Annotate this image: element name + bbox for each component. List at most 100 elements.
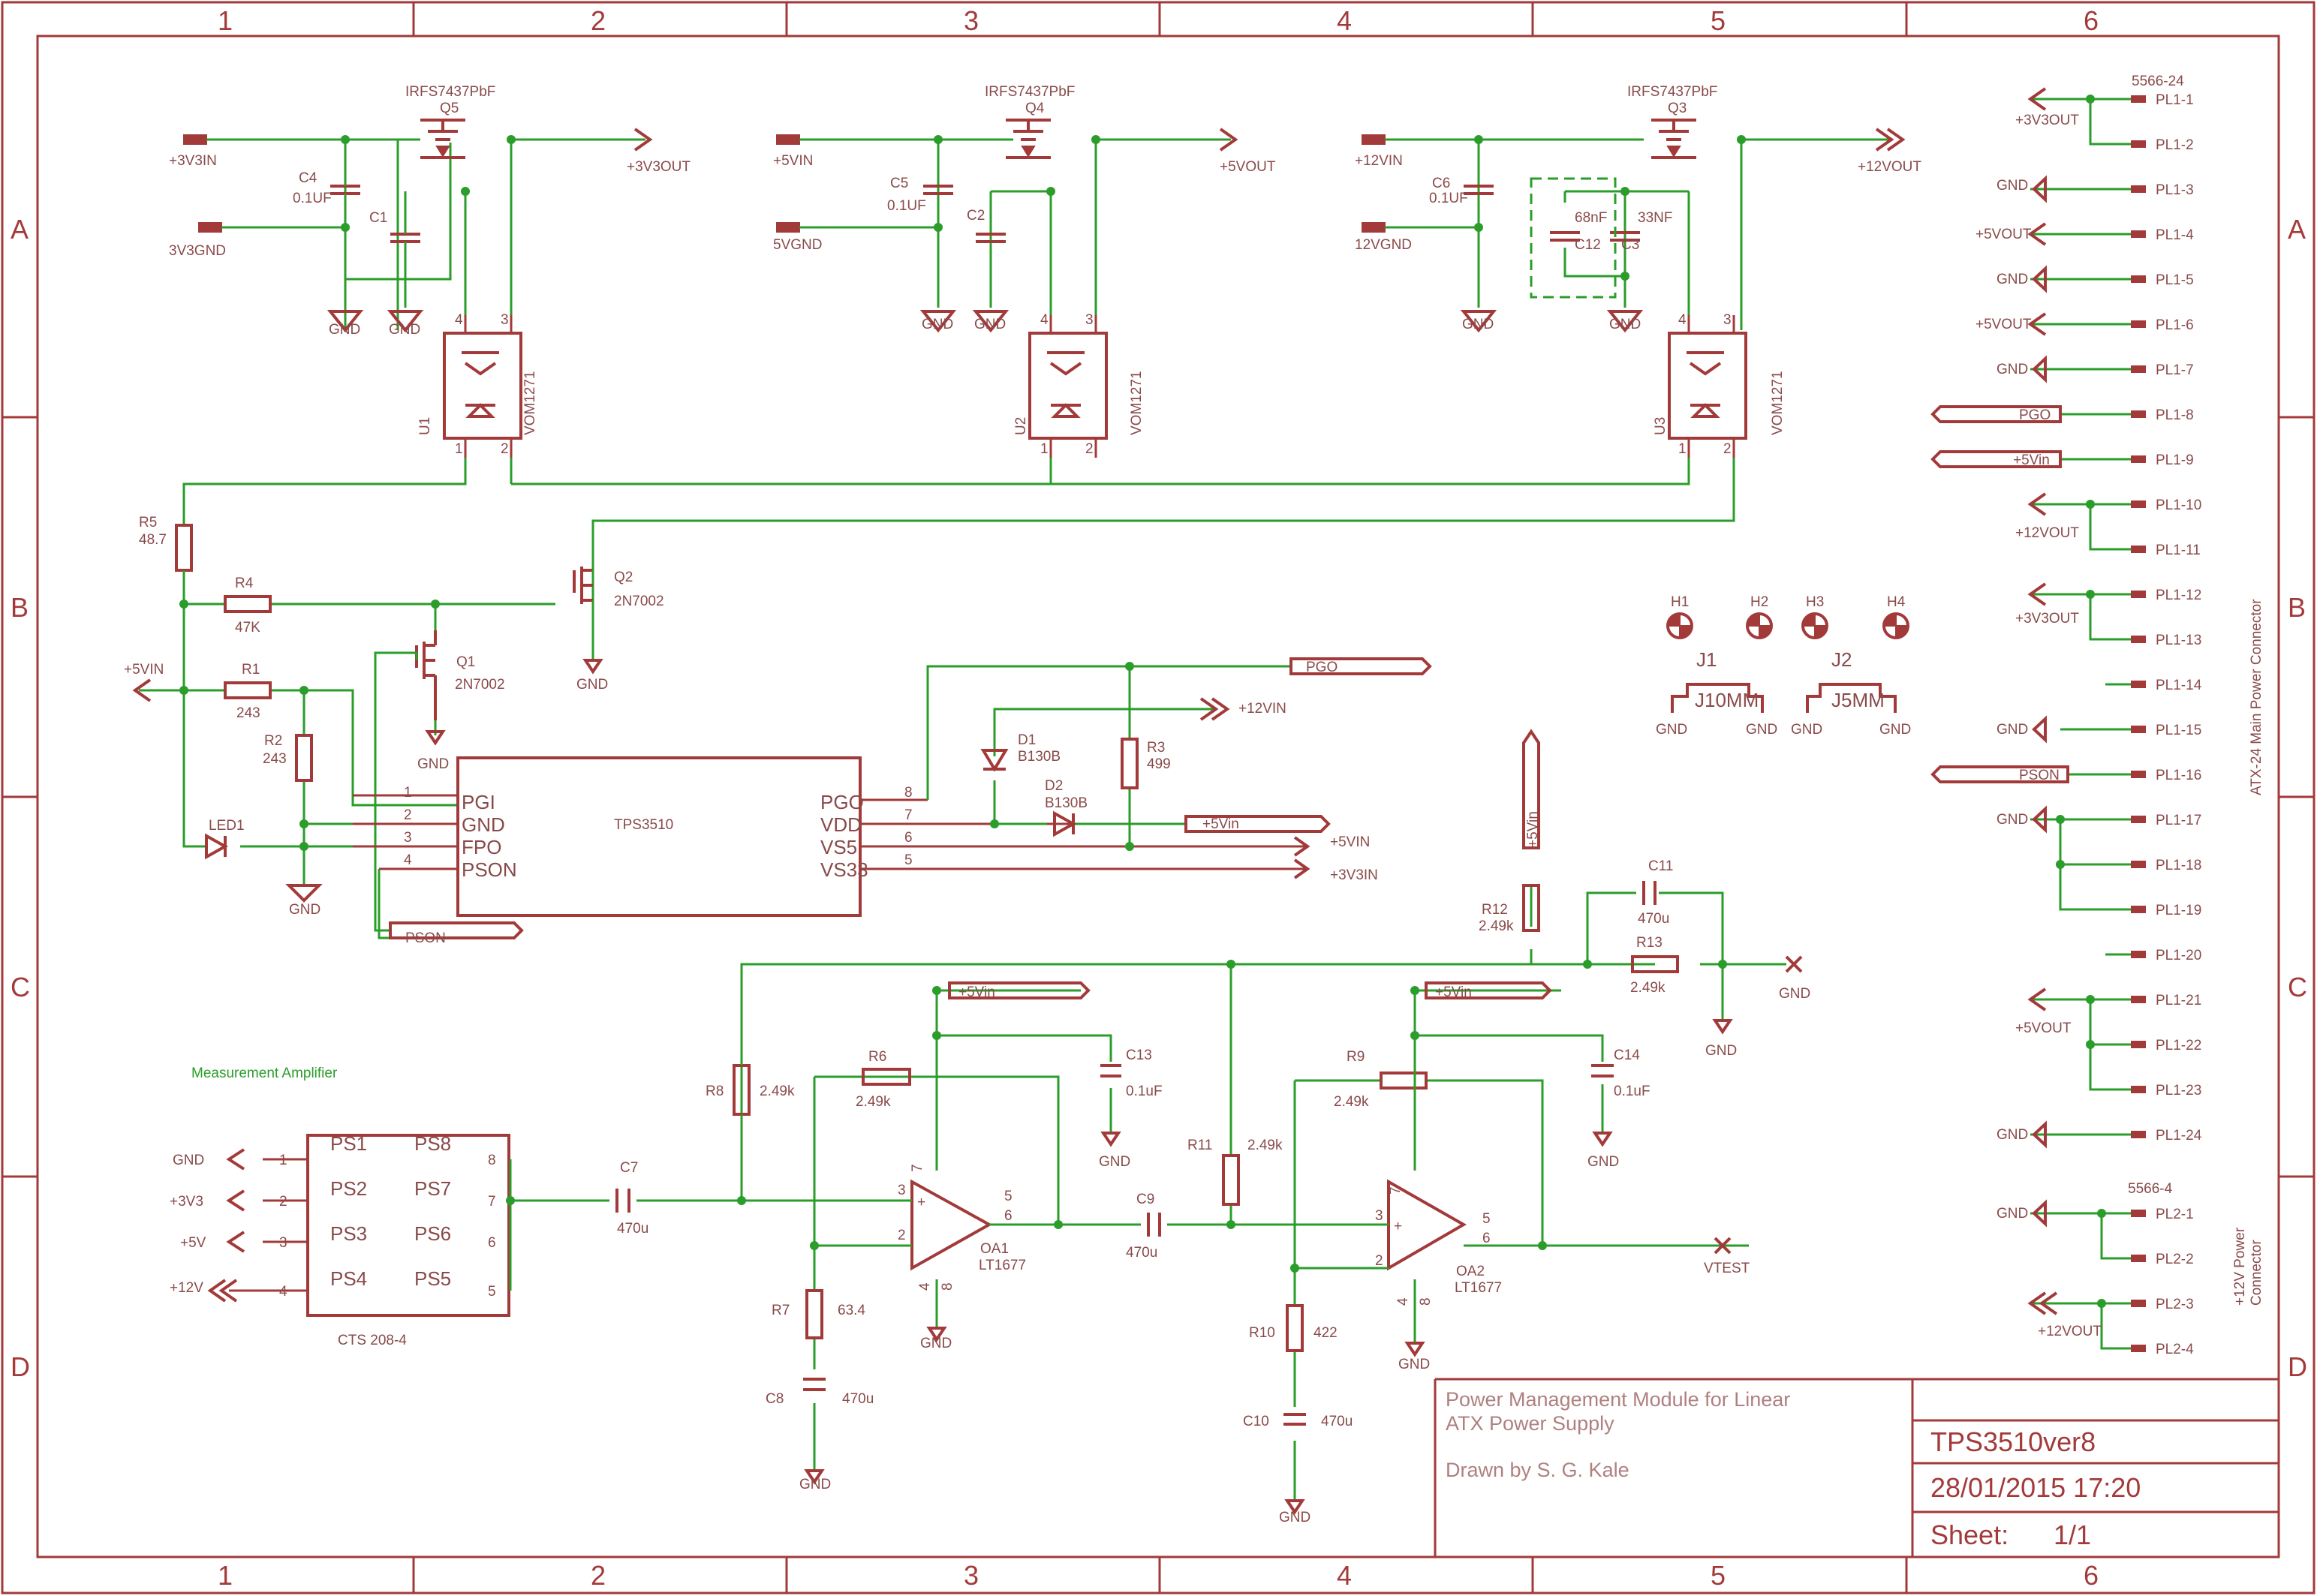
c13-label: C13 — [1126, 1047, 1152, 1063]
pl1-8: PL1-8 — [2156, 407, 2194, 423]
u2-part: VOM1271 — [1129, 371, 1145, 435]
oa2-pin2: 2 — [1375, 1253, 1383, 1269]
pl1-17: PL1-17 — [2156, 813, 2201, 828]
j2-gnd2: GND — [1879, 722, 1911, 738]
oa2-label: OA2 — [1456, 1264, 1485, 1279]
c11-value: 470u — [1638, 911, 1669, 927]
col-1-bottom: 1 — [218, 1560, 233, 1591]
col-3-bottom: 3 — [964, 1560, 979, 1591]
d1-part: B130B — [1018, 749, 1061, 765]
atx-gnd-15: GND — [1997, 722, 2028, 738]
pl1-15: PL1-15 — [2156, 723, 2201, 738]
h1-label: H1 — [1671, 594, 1689, 610]
c13-value: 0.1uF — [1126, 1084, 1163, 1099]
oa1-pin4: 4 — [917, 1282, 933, 1291]
u3-pin1: 1 — [1678, 441, 1687, 457]
oa1-pin3: 3 — [898, 1183, 906, 1198]
oa1-plus: + — [917, 1195, 925, 1210]
r5-value: 48.7 — [139, 532, 167, 548]
col-1-top: 1 — [218, 5, 233, 36]
atx-pson: PSON — [2019, 768, 2060, 783]
row-b-left: B — [11, 592, 29, 623]
switch-12v — [1362, 119, 1906, 458]
c9-label: C9 — [1136, 1192, 1154, 1207]
c2-label: C2 — [967, 208, 985, 224]
pl1-3: PL1-3 — [2156, 182, 2194, 198]
c11-label: C11 — [1648, 858, 1673, 874]
c1-label: C1 — [369, 210, 387, 226]
tps-vs5: VS5 — [820, 836, 857, 858]
v5in-label: +5VIN — [773, 153, 813, 169]
pl1-20: PL1-20 — [2156, 948, 2201, 963]
pl1-4: PL1-4 — [2156, 227, 2194, 243]
d2-part: B130B — [1045, 795, 1088, 811]
q3-label: Q3 — [1668, 101, 1687, 116]
u3-pin2: 2 — [1723, 441, 1732, 457]
cts-pin5: 5 — [488, 1284, 496, 1300]
oa2-pin5: 5 — [1482, 1211, 1491, 1227]
c14-label: C14 — [1614, 1047, 1640, 1063]
tps-part: TPS3510 — [614, 817, 673, 833]
row-d-left: D — [11, 1351, 30, 1382]
oa2-pin4: 4 — [1395, 1297, 1411, 1306]
c7-value: 470u — [617, 1221, 648, 1237]
gnd-cts: GND — [173, 1153, 204, 1168]
title-name: TPS3510ver8 — [1930, 1426, 2096, 1457]
tps-vs33: VS33 — [820, 858, 868, 881]
u2-pin1: 1 — [1040, 441, 1049, 457]
u1-part: VOM1271 — [522, 371, 538, 435]
cts-pin6: 6 — [488, 1235, 496, 1251]
pl1-12: PL1-12 — [2156, 588, 2201, 603]
q2-part: 2N7002 — [614, 594, 664, 609]
h3-label: H3 — [1806, 594, 1824, 610]
title-author: Drawn by S. G. Kale — [1446, 1459, 1629, 1481]
c3-value: 33NF — [1638, 210, 1672, 226]
col-6-bottom: 6 — [2084, 1560, 2099, 1591]
u3-pin3: 3 — [1723, 312, 1732, 328]
tps-pin5: 5 — [904, 852, 913, 868]
pl1-1: PL1-1 — [2156, 92, 2194, 108]
atx-v12out-10: +12VOUT — [2015, 525, 2079, 541]
u1-pin3: 3 — [501, 312, 509, 328]
pwr12-label-1: +12V Power — [2232, 1227, 2248, 1306]
led1-label: LED1 — [209, 818, 245, 834]
r12-value: 2.49k — [1479, 918, 1514, 934]
v12in-label: +12VIN — [1355, 153, 1403, 169]
c8-label: C8 — [766, 1391, 784, 1407]
pson-flag: PSON — [405, 930, 446, 946]
gnd-oa1: GND — [920, 1336, 952, 1351]
atx-gnd-17: GND — [1997, 812, 2028, 828]
q5-label: Q5 — [440, 101, 459, 116]
pl1-2: PL1-2 — [2156, 137, 2194, 153]
d2-label: D2 — [1045, 778, 1063, 794]
tps-pin4: 4 — [404, 852, 412, 868]
u2-pin4: 4 — [1040, 312, 1049, 328]
d1-label: D1 — [1018, 732, 1036, 748]
col-3-top: 3 — [964, 5, 979, 36]
j1-gnd1: GND — [1656, 722, 1687, 738]
pl1-16: PL1-16 — [2156, 768, 2201, 783]
pl1-22: PL1-22 — [2156, 1038, 2201, 1053]
u1-pin2: 2 — [501, 441, 509, 457]
j1-gnd2: GND — [1746, 722, 1777, 738]
c7-label: C7 — [620, 1160, 638, 1176]
r4-label: R4 — [235, 576, 254, 591]
atx-v5out-6: +5VOUT — [1975, 317, 2032, 332]
r8-value: 2.49k — [760, 1084, 795, 1099]
atx-v33out-1: +3V3OUT — [2015, 113, 2079, 128]
u2-label: U2 — [1013, 417, 1029, 435]
cts-pin3: 3 — [279, 1235, 287, 1251]
gnd-c1: GND — [389, 322, 420, 338]
v5vin-oa1: +5Vin — [958, 984, 995, 1000]
r11-label: R11 — [1187, 1138, 1212, 1153]
col-5-top: 5 — [1711, 5, 1726, 36]
measurement-title: Measurement Amplifier — [191, 1066, 338, 1081]
atx-5vin: +5Vin — [2013, 452, 2050, 468]
ps4-label: PS4 — [330, 1267, 367, 1290]
r1-value: 243 — [236, 705, 260, 721]
gnd-c8: GND — [799, 1477, 831, 1492]
p5566-24: 5566-24 — [2132, 74, 2184, 89]
oa2-part: LT1677 — [1455, 1280, 1502, 1296]
atx-v12out-pl2: +12VOUT — [2038, 1324, 2102, 1339]
u1-pin1: 1 — [455, 441, 463, 457]
